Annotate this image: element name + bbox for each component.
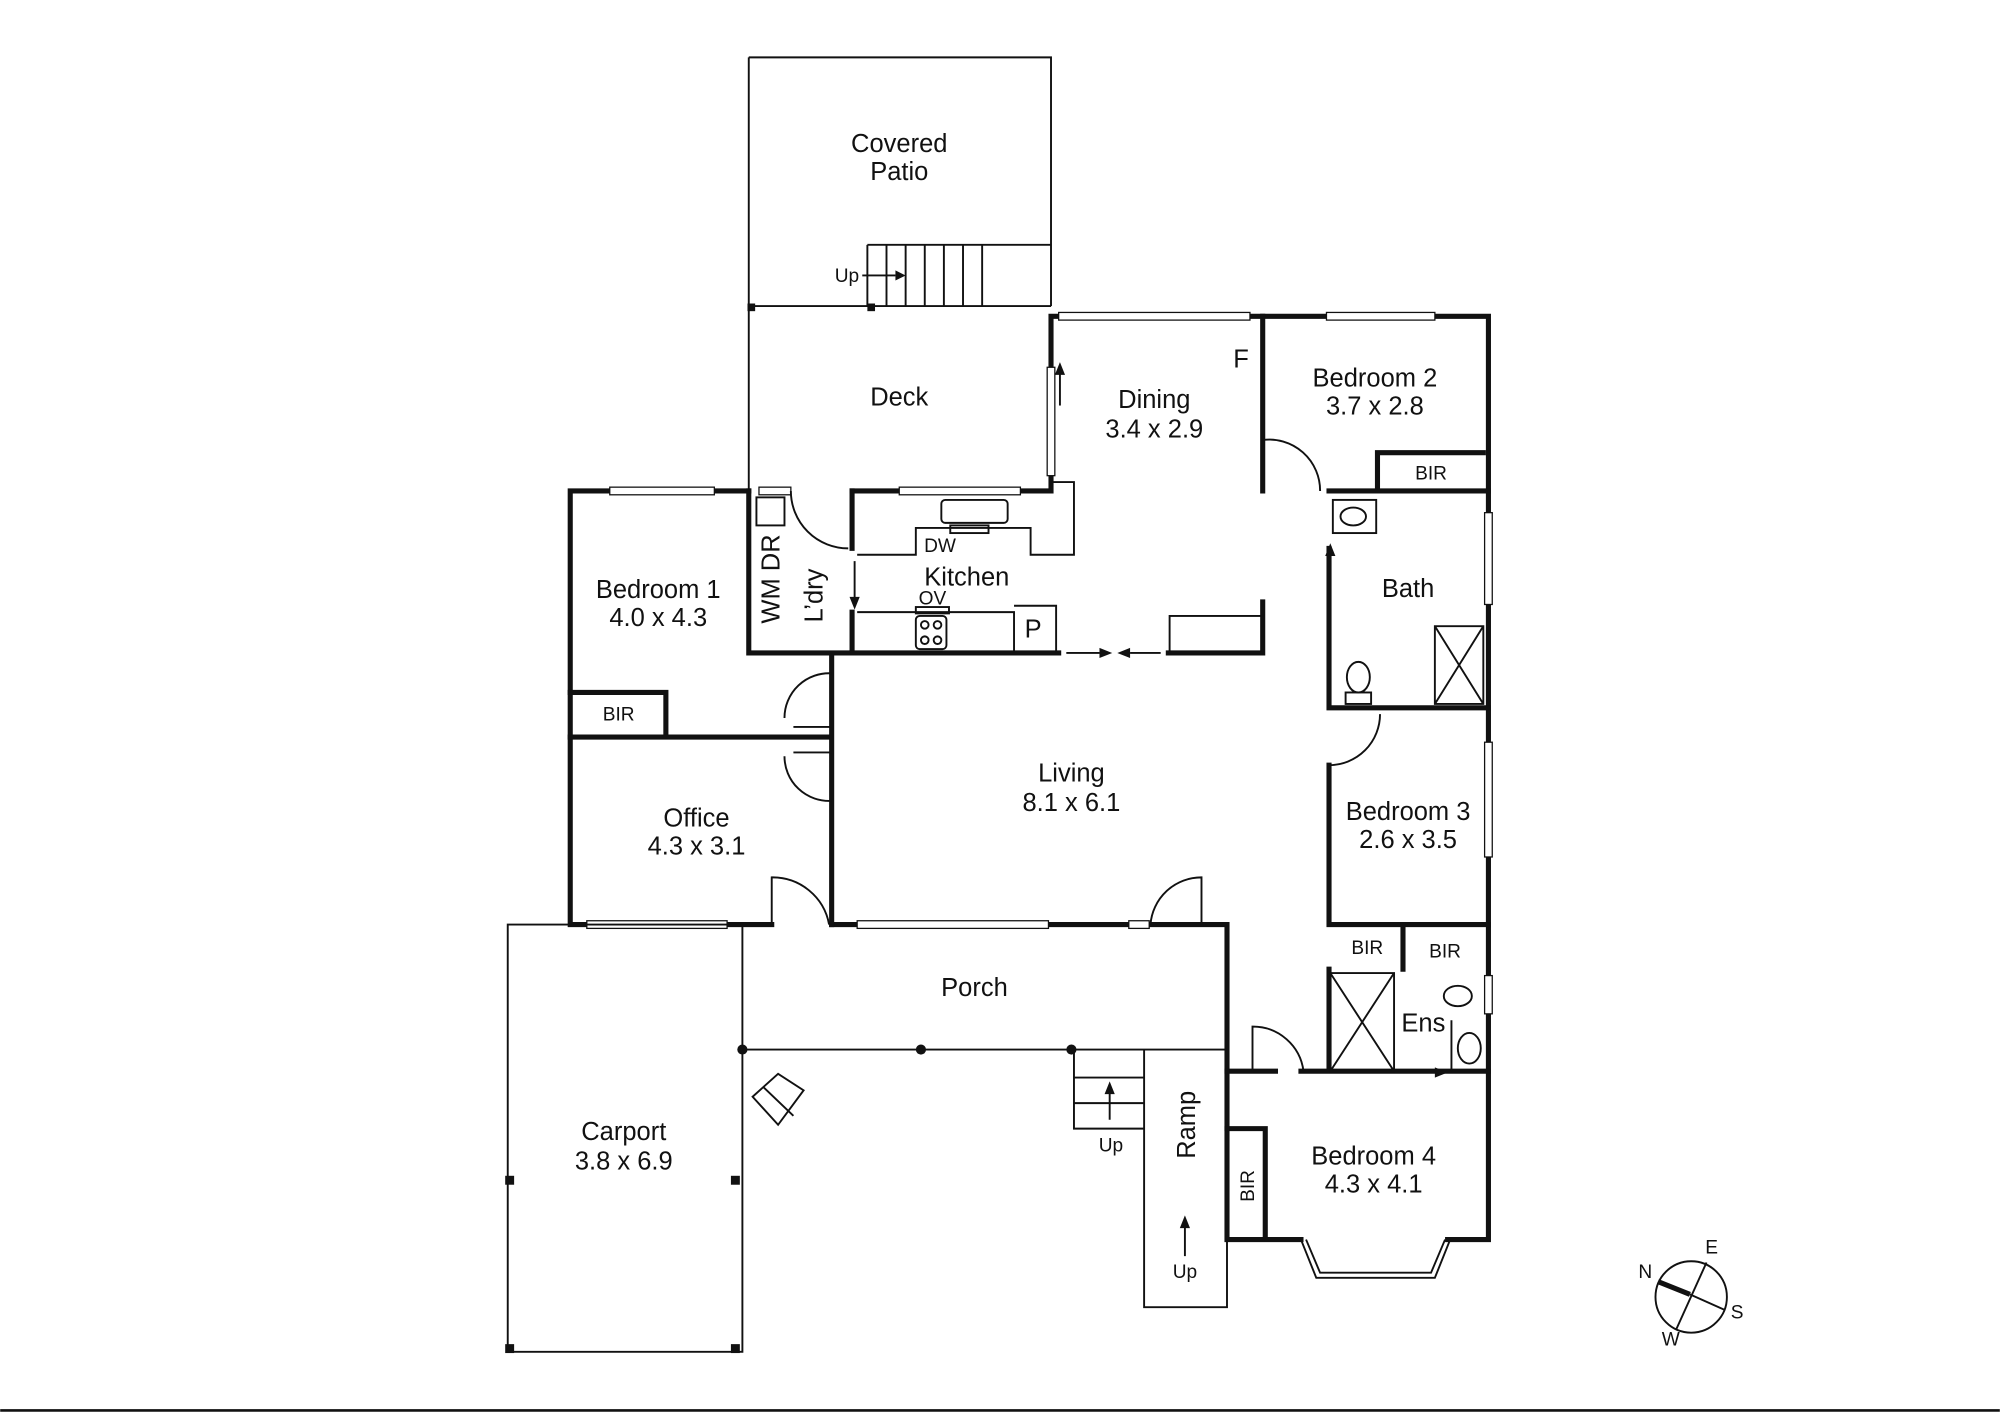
bir-label: BIR <box>1351 938 1383 959</box>
kitchen-fixtures <box>755 362 1264 659</box>
room-name: Patio <box>870 158 928 186</box>
room-size: 4.3 x 4.1 <box>1325 1170 1423 1198</box>
dishwasher-label: DW <box>924 536 956 557</box>
compass-e: E <box>1705 1238 1718 1259</box>
room-name: Ramp <box>1173 1091 1201 1159</box>
room-size: 3.4 x 2.9 <box>1105 415 1203 443</box>
bir-label: BIR <box>1238 1170 1259 1202</box>
covered-patio: Up Covered Patio <box>747 56 1052 312</box>
appliances-label: WM DR <box>757 534 785 623</box>
compass-n: N <box>1638 1262 1652 1283</box>
room-name: Ens <box>1401 1010 1445 1038</box>
doors <box>770 438 1381 1073</box>
interior-walls <box>567 313 1491 1238</box>
room-size: 8.1 x 6.1 <box>1023 789 1121 817</box>
bir-label: BIR <box>1415 464 1447 485</box>
room-name: L’dry <box>801 568 829 622</box>
room-name: Dining <box>1118 386 1190 414</box>
stair-up-label: Up <box>1099 1136 1123 1157</box>
room-name: Porch <box>941 974 1008 1002</box>
ramp-up-label: Up <box>1173 1262 1197 1283</box>
bir-label: BIR <box>603 705 635 726</box>
room-name: Bedroom 1 <box>596 576 721 604</box>
compass-w: W <box>1662 1329 1680 1350</box>
room-size: 3.7 x 2.8 <box>1326 392 1424 420</box>
room-name: Bedroom 4 <box>1311 1142 1436 1170</box>
room-name: Deck <box>870 384 928 412</box>
oven-label: OV <box>919 588 947 609</box>
compass-s: S <box>1731 1303 1744 1324</box>
room-name: Carport <box>581 1118 666 1146</box>
room-name: Bedroom 2 <box>1313 364 1438 392</box>
room-size: 4.0 x 4.3 <box>609 604 707 632</box>
exterior-walls <box>567 313 1491 1243</box>
stair-up-label: Up <box>835 266 859 287</box>
room-name: Office <box>663 804 729 832</box>
room-name: Covered <box>851 130 947 158</box>
fridge-label: F <box>1233 345 1249 373</box>
bir-label: BIR <box>1429 942 1461 963</box>
room-name: Kitchen <box>924 563 1009 591</box>
room-name: Bath <box>1382 575 1434 603</box>
room-name: Bedroom 3 <box>1346 798 1471 826</box>
room-size: 2.6 x 3.5 <box>1359 826 1457 854</box>
room-size: 3.8 x 6.9 <box>575 1147 673 1175</box>
room-name: Living <box>1038 760 1105 788</box>
bathroom-fixtures <box>1329 498 1485 1074</box>
compass-icon: N E S W <box>1638 1238 1743 1351</box>
pantry-label: P <box>1025 616 1042 644</box>
room-size: 4.3 x 3.1 <box>648 832 746 860</box>
